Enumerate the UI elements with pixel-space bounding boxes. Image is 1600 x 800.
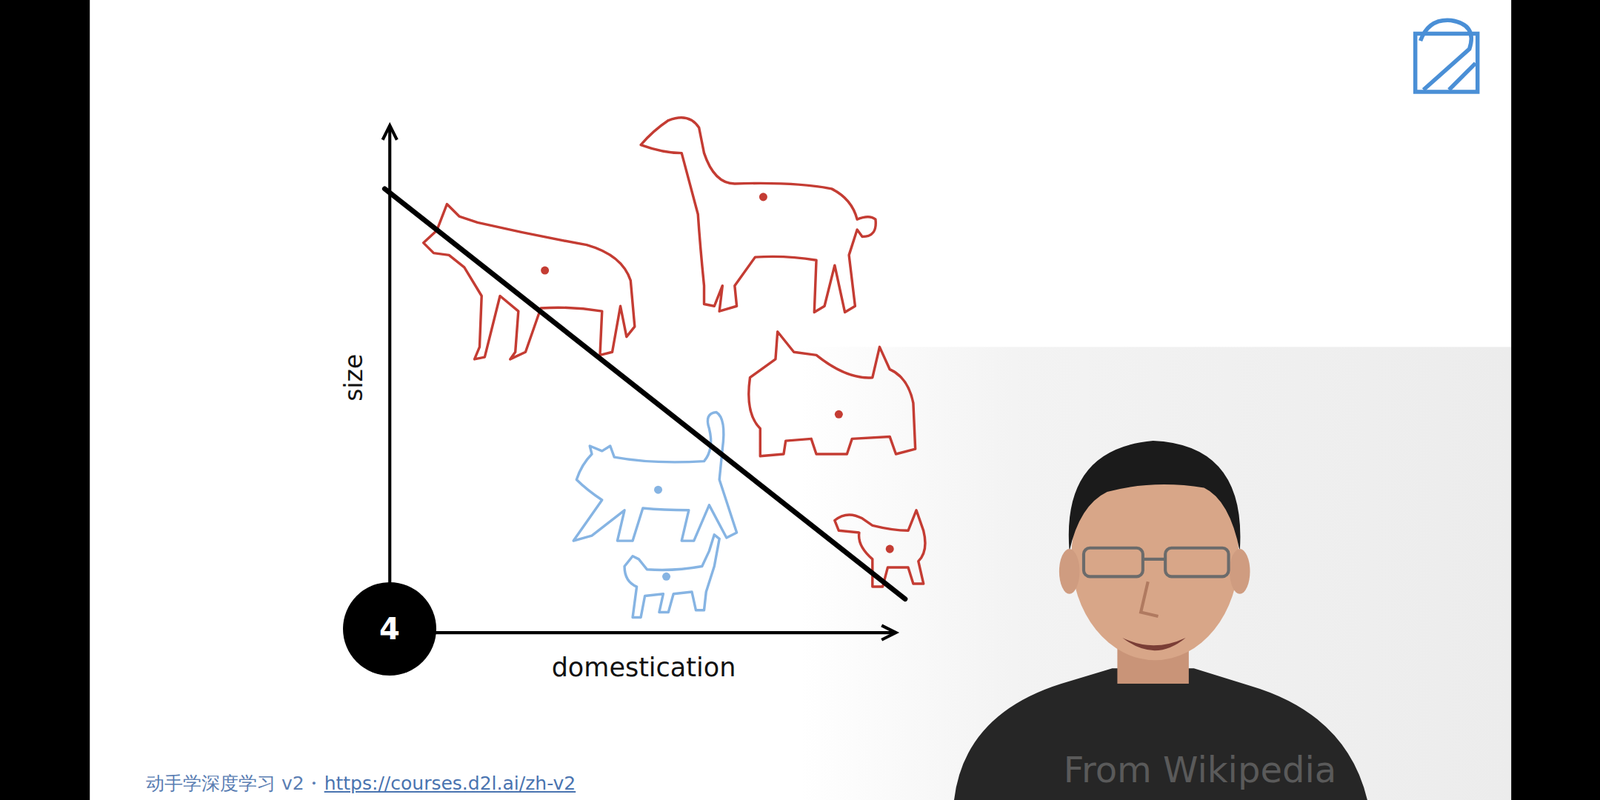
watermark: From Wikipedia xyxy=(1063,748,1337,792)
step-number: 4 xyxy=(379,611,400,646)
dog-points xyxy=(540,192,895,553)
footer-text: 动手学深度学习 v2・ xyxy=(145,772,323,795)
cat-points xyxy=(654,485,671,581)
cat-silhouettes xyxy=(573,412,737,618)
dog-silhouettes xyxy=(423,117,926,587)
course-logo xyxy=(1415,20,1478,92)
side-bar xyxy=(0,0,90,800)
footer-link: https://courses.d2l.ai/zh-v2 xyxy=(324,772,577,795)
axis-label: domestication xyxy=(551,651,737,683)
side-bar xyxy=(1511,0,1600,800)
presenter xyxy=(954,440,1368,800)
axes xyxy=(382,125,897,640)
video-panel xyxy=(800,346,1512,800)
step-circle: 4 xyxy=(342,582,437,676)
decision-boundary xyxy=(384,188,906,600)
axis-label: size xyxy=(339,354,369,402)
